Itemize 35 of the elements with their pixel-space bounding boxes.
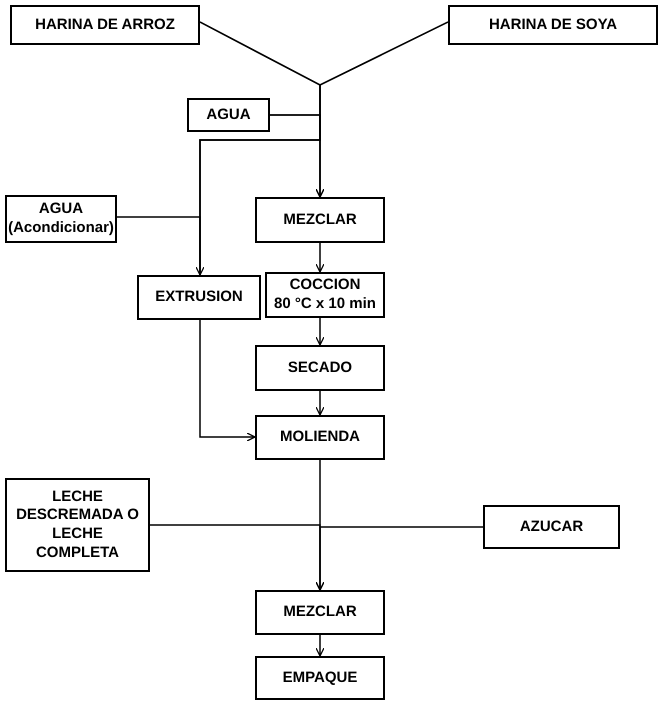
process-box <box>255 590 385 635</box>
box-label: (Acondicionar) <box>8 219 114 238</box>
process-box <box>255 345 385 391</box>
box-label: AGUA <box>206 106 251 124</box>
process-box <box>265 272 385 318</box>
process-box <box>137 275 261 320</box>
box-label: HARINA DE ARROZ <box>35 16 175 34</box>
connector-arrow <box>315 318 325 346</box>
process-box <box>5 195 117 243</box>
connector-arrow <box>117 216 205 276</box>
process-box <box>448 5 658 45</box>
box-label: SECADO <box>288 358 352 378</box>
box-label: AZUCAR <box>520 518 584 536</box>
connector-arrow <box>315 526 483 591</box>
box-label: LECHE DESCREMADA O LECHE COMPLETA <box>15 488 140 562</box>
connector-arrow <box>315 243 325 273</box>
process-box <box>10 5 200 45</box>
connector-arrow <box>315 391 325 416</box>
box-label: AGUA <box>38 200 84 219</box>
box-label: MOLIENDA <box>280 428 360 447</box>
connector-arrow <box>199 320 256 442</box>
box-label: HARINA DE SOYA <box>488 16 618 34</box>
process-box <box>255 415 385 460</box>
process-box <box>483 505 620 549</box>
box-label: EMPAQUE <box>282 668 358 688</box>
process-box <box>5 478 150 572</box>
process-box <box>255 656 385 700</box>
box-label: COCCION <box>290 276 360 295</box>
box-label: 80 °C x 10 min <box>274 295 376 314</box>
process-box <box>187 98 270 132</box>
box-label: MEZCLAR <box>283 603 357 622</box>
connector-arrow <box>315 635 325 657</box>
process-box <box>255 197 385 243</box>
box-label: EXTRUSION <box>155 288 243 307</box>
box-label: MEZCLAR <box>283 210 357 230</box>
